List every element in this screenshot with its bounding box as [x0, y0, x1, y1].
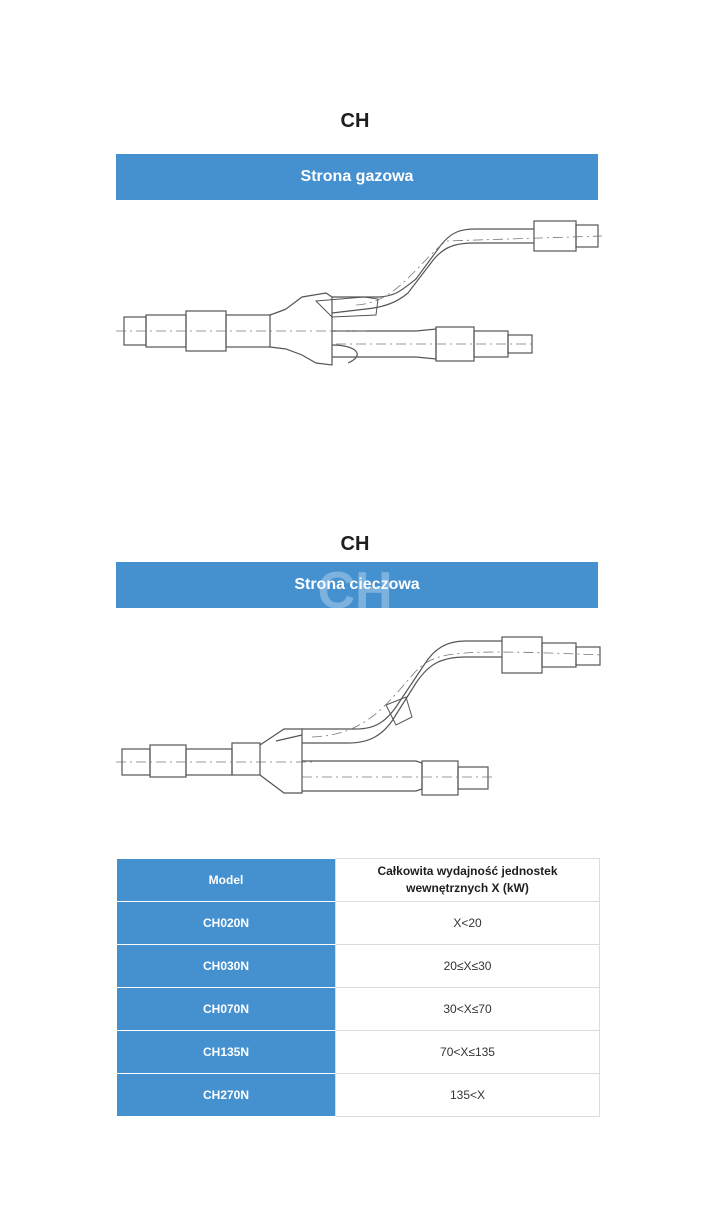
section-title-liquid: CH — [340, 533, 370, 555]
section-title-gas: CH — [340, 110, 370, 132]
model-cell: CH020N — [117, 901, 336, 945]
table-row: CH020N X<20 — [117, 901, 600, 945]
capacity-cell: 30<X≤70 — [335, 987, 600, 1031]
watermark-text: CH — [317, 562, 392, 616]
capacity-cell: X<20 — [335, 901, 600, 945]
liquid-branch-pipe-drawing — [116, 636, 602, 796]
header-capacity: Całkowita wydajność jednostek wewnętrzny… — [335, 858, 600, 902]
gas-side-banner: Strona gazowa — [116, 154, 598, 200]
table-row: CH070N 30<X≤70 — [117, 987, 600, 1031]
model-cell: CH135N — [117, 1030, 336, 1074]
header-model: Model — [117, 858, 336, 902]
watermark-logo: CH — [317, 562, 392, 616]
gas-branch-pipe-drawing — [116, 220, 602, 366]
capacity-cell: 135<X — [335, 1073, 600, 1117]
capacity-cell: 70<X≤135 — [335, 1030, 600, 1074]
table-row: CH135N 70<X≤135 — [117, 1030, 600, 1074]
gas-side-label: Strona gazowa — [300, 168, 414, 185]
capacity-cell: 20≤X≤30 — [335, 944, 600, 988]
table-row: CH030N 20≤X≤30 — [117, 944, 600, 988]
table-header-row: Model Całkowita wydajność jednostek wewn… — [117, 858, 600, 902]
liquid-side-banner: Strona cieczowa — [116, 562, 598, 608]
model-cell: CH030N — [117, 944, 336, 988]
table-row: CH270N 135<X — [117, 1073, 600, 1117]
model-cell: CH070N — [117, 987, 336, 1031]
capacity-table: Model Całkowita wydajność jednostek wewn… — [117, 858, 600, 1117]
liquid-side-label: Strona cieczowa — [294, 576, 420, 593]
model-cell: CH270N — [117, 1073, 336, 1117]
